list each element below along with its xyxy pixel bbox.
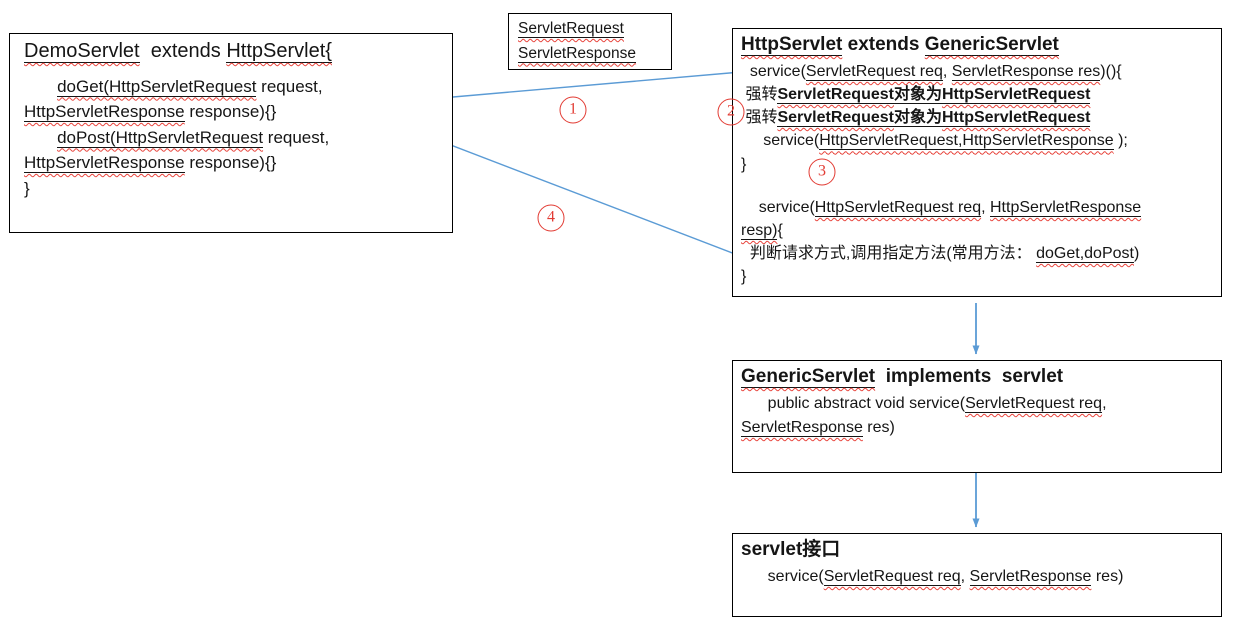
text-line: service(HttpServletRequest req, HttpServ… xyxy=(741,198,1142,217)
generic-servlet-body: public abstract void service(ServletRequ… xyxy=(741,392,1213,440)
callout-3: 3 xyxy=(808,158,836,186)
text-line: resp){ xyxy=(741,221,783,240)
text-line: service(ServletRequest req, ServletRespo… xyxy=(741,62,1122,81)
generic-servlet-class-box: GenericServlet implements servlet public… xyxy=(732,360,1222,473)
http-servlet-title: HttpServlet extends GenericServlet xyxy=(741,33,1213,57)
text-line: DemoServlet extends HttpServlet{ xyxy=(24,40,332,63)
demo-servlet-title: DemoServlet extends HttpServlet{ xyxy=(24,39,438,65)
servlet-interface-body: service(ServletRequest req, ServletRespo… xyxy=(741,565,1213,589)
text-line: public abstract void service(ServletRequ… xyxy=(741,395,1107,413)
demo-servlet-body: doGet(HttpServletRequest request, HttpSer… xyxy=(24,74,438,202)
text-line: HttpServletResponse response){} xyxy=(24,102,277,122)
text-line: servlet接口 xyxy=(741,539,841,560)
text-line: 强转ServletRequest对象为HttpServletRequest xyxy=(741,85,1091,104)
text-line: } xyxy=(741,155,747,173)
servlet-interface-title: servlet接口 xyxy=(741,538,1213,562)
text-line: } xyxy=(24,178,30,198)
text-line: doPost(HttpServletRequest request, xyxy=(57,127,330,148)
arrow-1-demo-to-service xyxy=(452,69,742,98)
text-line: service(HttpServletRequest,HttpServletRe… xyxy=(741,132,1128,151)
text-line: ServletResponse res) xyxy=(741,419,895,437)
text-line: 强转ServletRequest对象为HttpServletRequest xyxy=(741,109,1091,128)
text-line: GenericServlet implements servlet xyxy=(741,366,1064,388)
text-line: HttpServlet extends GenericServlet xyxy=(741,34,1059,56)
http-servlet-class-box: HttpServlet extends GenericServlet servi… xyxy=(732,28,1222,297)
text-line: } xyxy=(741,268,747,286)
demo-servlet-class-box: DemoServlet extends HttpServlet{ doGet(H… xyxy=(9,33,453,233)
callout-4: 4 xyxy=(537,204,565,232)
text-line: 判断请求方式,调用指定方法(常用方法： doGet,doPost) xyxy=(741,245,1140,264)
callout-2: 2 xyxy=(717,98,745,126)
text-line: ServletRequest xyxy=(518,20,624,38)
text-line: doGet(HttpServletRequest request, xyxy=(57,76,323,97)
servlet-interface-box: servlet接口 service(ServletRequest req, Se… xyxy=(732,533,1222,617)
text-line: ServletResponse xyxy=(518,44,637,63)
text-line: service(ServletRequest req, ServletRespo… xyxy=(741,568,1124,586)
http-servlet-body: service(ServletRequest req, ServletRespo… xyxy=(741,60,1213,289)
generic-servlet-title: GenericServlet implements servlet xyxy=(741,365,1213,389)
callout-1: 1 xyxy=(559,96,587,124)
text-line: HttpServletResponse response){} xyxy=(24,153,277,173)
